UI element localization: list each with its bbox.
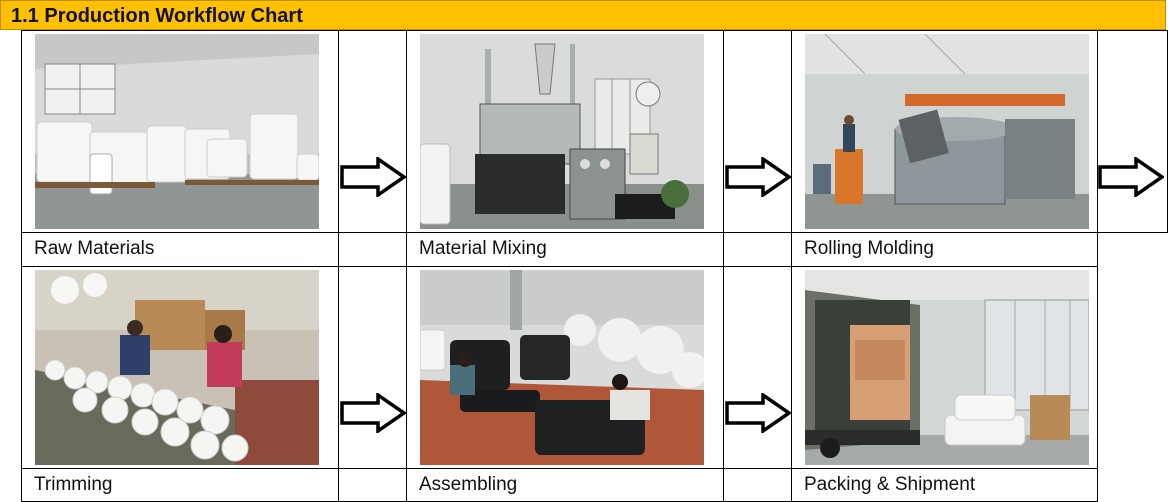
right-arrow-icon xyxy=(1098,157,1164,197)
material-mixing-photo xyxy=(420,34,704,229)
step-label: Trimming xyxy=(34,474,113,495)
step-raw-materials-label-cell: Raw Materials xyxy=(21,232,339,267)
arrow-label-cell-2 xyxy=(723,232,792,267)
right-arrow-icon xyxy=(340,393,406,433)
step-packing-shipment-label-cell: Packing & Shipment xyxy=(791,468,1098,502)
arrow-label-cell-4 xyxy=(338,468,407,502)
arrow-cell-1 xyxy=(338,30,407,233)
arrow-cell-3 xyxy=(1097,30,1168,233)
step-label: Raw Materials xyxy=(34,238,155,259)
step-packing-shipment-photo-cell xyxy=(791,266,1098,469)
packing-shipment-photo xyxy=(805,270,1089,465)
step-raw-materials-photo-cell xyxy=(21,30,339,233)
arrow-cell-4 xyxy=(338,266,407,469)
right-arrow-icon xyxy=(725,393,791,433)
step-label: Material Mixing xyxy=(419,238,547,259)
step-label: Rolling Molding xyxy=(804,238,934,259)
step-material-mixing-label-cell: Material Mixing xyxy=(406,232,724,267)
step-label: Assembling xyxy=(419,474,518,495)
step-material-mixing-photo-cell xyxy=(406,30,724,233)
step-assembling-photo-cell xyxy=(406,266,724,469)
arrow-cell-5 xyxy=(723,266,792,469)
arrow-label-cell-1 xyxy=(338,232,407,267)
step-trimming-photo-cell xyxy=(21,266,339,469)
step-assembling-label-cell: Assembling xyxy=(406,468,724,502)
step-rolling-molding-photo-cell xyxy=(791,30,1098,233)
step-rolling-molding-label-cell: Rolling Molding xyxy=(791,232,1098,267)
right-arrow-icon xyxy=(340,157,406,197)
page-header: 1.1 Production Workflow Chart xyxy=(0,0,1166,30)
workflow-grid: Raw Materials Material Mixing Rolling Mo… xyxy=(21,30,1168,502)
assembling-photo xyxy=(420,270,704,465)
rolling-molding-photo xyxy=(805,34,1089,229)
page-title: 1.1 Production Workflow Chart xyxy=(11,5,303,27)
step-trimming-label-cell: Trimming xyxy=(21,468,339,502)
trimming-photo xyxy=(35,270,319,465)
right-arrow-icon xyxy=(725,157,791,197)
raw-materials-photo xyxy=(35,34,319,229)
arrow-cell-2 xyxy=(723,30,792,233)
arrow-label-cell-5 xyxy=(723,468,792,502)
step-label: Packing & Shipment xyxy=(804,474,976,495)
